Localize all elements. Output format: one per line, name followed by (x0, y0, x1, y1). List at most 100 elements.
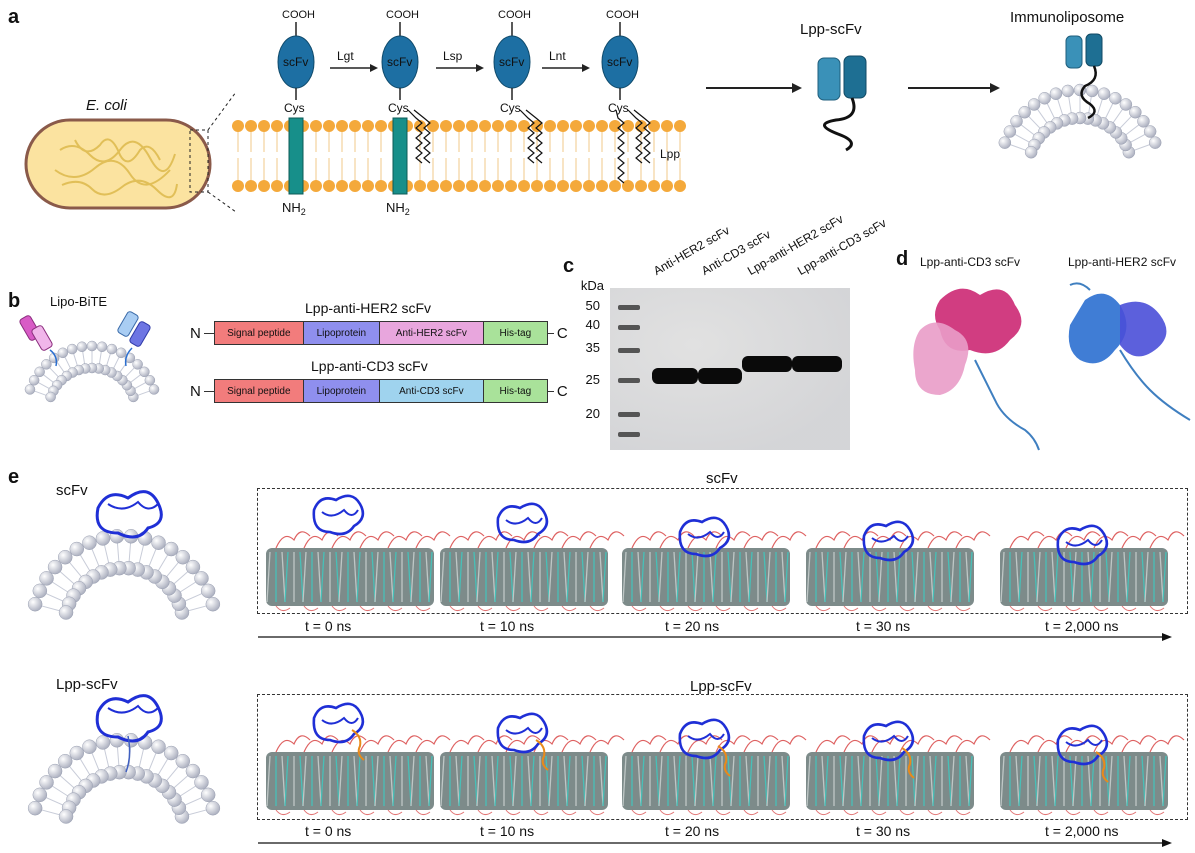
lipid-chain (968, 755, 973, 807)
peg-chain (477, 531, 513, 549)
lipid-chain (335, 551, 340, 603)
peg-chain (505, 605, 521, 612)
lipid-chain (1033, 551, 1038, 603)
lipid-chain (1072, 551, 1077, 603)
lipid-chain (413, 109, 431, 164)
lipid-chain (878, 755, 883, 807)
peg-chain (843, 735, 879, 753)
lipid-head (1003, 125, 1017, 138)
peg-chain (505, 809, 521, 816)
lipid-chain (353, 551, 358, 603)
lipid-head (34, 366, 45, 378)
peg-chain (1149, 735, 1185, 753)
lipid-head (151, 535, 166, 550)
lipid-chain (640, 551, 645, 603)
protein-ribbon (496, 502, 549, 544)
lipid-head (163, 745, 179, 761)
time-label: t = 0 ns (305, 618, 352, 634)
lipid-head (622, 180, 634, 192)
linker (49, 349, 58, 367)
lipid-chain (581, 551, 586, 603)
peg-chain (843, 531, 879, 549)
lipid-chain (766, 755, 771, 807)
peg-chain (359, 735, 395, 753)
lipid-chain (1105, 551, 1110, 603)
struct-title-her2: Lpp-anti-HER2 scFv (1068, 255, 1177, 269)
protein-ribbon (862, 520, 915, 562)
lipid-chain (512, 551, 517, 603)
lipid-chain (566, 755, 571, 807)
peg-chain (275, 531, 311, 549)
lipid-head (232, 180, 244, 192)
peg-chain (687, 531, 723, 549)
lipid-head (609, 120, 621, 132)
protein-ribbon (1056, 724, 1109, 766)
peg-chain (533, 809, 549, 816)
lipid-chain (1126, 755, 1131, 807)
lipid-chain (1090, 755, 1095, 807)
lipid-chain (965, 755, 970, 807)
lipid-head (185, 763, 201, 779)
peg-chain (955, 735, 991, 753)
lpp-lipid-anchor (1095, 751, 1109, 783)
lipid-chain (658, 551, 663, 603)
lipid-head (1148, 136, 1162, 149)
ecoli-cell: E. coli (24, 97, 212, 210)
lipid-head (58, 809, 74, 824)
nh2-label-1: NH2 (282, 200, 306, 217)
peg-chain (359, 605, 375, 612)
enzyme-arrows: Lgt Lsp Lnt (330, 49, 590, 72)
scfv-label: scFv (387, 55, 412, 69)
lipid-chain (320, 755, 325, 807)
lipid-chain (821, 551, 826, 603)
peg-chain (771, 735, 807, 753)
peg-chain (659, 605, 675, 612)
band-anti-cd3 (698, 368, 742, 384)
peg-chain (715, 605, 731, 612)
lipid-head (557, 120, 569, 132)
lipid-chain (389, 755, 394, 807)
peg-chain (631, 531, 667, 549)
peg-chain (561, 605, 577, 612)
lipid-head (106, 343, 118, 355)
peg-chain (715, 531, 751, 549)
signal-anchor (288, 117, 304, 195)
peg-chain (871, 605, 887, 612)
lipid-head (271, 180, 283, 192)
peg-chain (589, 605, 605, 612)
seg-lipoprotein: Lipoprotein (303, 379, 380, 403)
seg-signal-peptide: Signal peptide (213, 379, 304, 403)
lipid-head (453, 180, 465, 192)
lipid-chain (338, 551, 343, 603)
lipid-head (69, 745, 85, 761)
construct-title-cd3: Lpp-anti-CD3 scFv (311, 358, 428, 374)
cys-label: Cys (500, 101, 521, 115)
lipid-chain (860, 755, 865, 807)
time-label: t = 30 ns (856, 618, 911, 634)
lipid-head (39, 571, 54, 586)
lipid-chain (525, 109, 543, 164)
lipid-chain (781, 551, 786, 603)
lipid-head (58, 605, 74, 620)
lipid-chain (860, 551, 865, 603)
lipid-chain (1018, 551, 1023, 603)
lipid-head (1085, 84, 1099, 98)
mw-50: 50 (585, 298, 600, 313)
time-label: t = 30 ns (856, 823, 911, 839)
lipid-chain (599, 755, 604, 807)
lipid-chain (748, 755, 753, 807)
lipid-chain (494, 755, 499, 807)
peg-chain (771, 809, 787, 816)
peg-chain (1149, 531, 1185, 549)
construct-row-cd3: N Signal peptide Lipoprotein Anti-CD3 sc… (187, 379, 571, 403)
protein-ribbon (862, 720, 915, 762)
lipid-chain (356, 551, 361, 603)
struct-title-cd3: Lpp-anti-CD3 scFv (920, 255, 1021, 269)
lipid-head (583, 180, 595, 192)
lipid-chain (1162, 755, 1167, 807)
lipid-chain (281, 551, 286, 603)
peg-chain (631, 605, 647, 612)
lipid-head (96, 341, 108, 353)
peg-chain (561, 809, 577, 816)
protein-ribbon (1065, 738, 1103, 747)
